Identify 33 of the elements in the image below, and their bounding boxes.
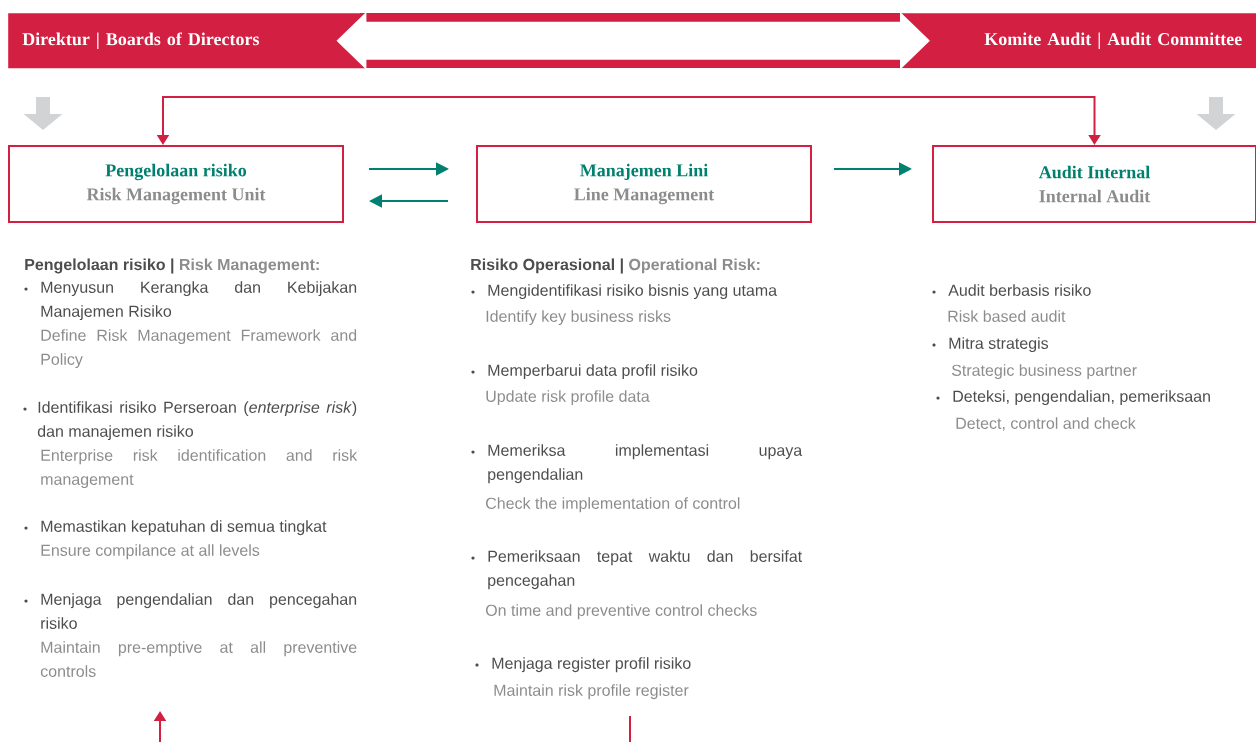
translation-text: Define Risk Management Framework and Policy xyxy=(41,329,357,369)
list-item-text: Audit berbasis risiko xyxy=(948,284,1091,296)
process-box: Manajemen Lini Line Management xyxy=(476,145,812,223)
process-box: Pengelolaan risiko Risk Management Unit xyxy=(8,145,344,223)
banner-box: Direktur | Boards of Directors xyxy=(8,13,366,69)
process-box: Audit Internal Internal Audit xyxy=(932,145,1256,223)
list-item-text: Memeriksa implementasi upaya pengendalian xyxy=(488,444,803,484)
list-item-text: Identifikasi risiko Perseroan (enterprise risk) dan manajemen risiko xyxy=(37,401,357,441)
list-item-text: Menjaga pengendalian dan pencegahan risiko xyxy=(41,593,357,629)
translation-text: Maintain pre-emptive at all preventive controls xyxy=(40,641,357,677)
translation-text: Update risk profile data xyxy=(486,390,650,406)
list-item-text: Memperbarui data profil risiko xyxy=(488,364,698,380)
banner-box: Komite Audit | Audit Committee xyxy=(897,13,1256,69)
list-item-text: Pemeriksaan tepat waktu dan bersifat pencegahan xyxy=(488,550,803,590)
list-item-text: Mengidentifikasi risiko bisnis yang utama xyxy=(488,284,778,300)
list-item-text: Deteksi, pengendalian, pemeriksaan xyxy=(953,390,1210,406)
translation-text: Check the implementation of control xyxy=(486,497,740,513)
heading-subtext: Risk Management: xyxy=(179,258,319,274)
translation-text: Maintain risk profile register xyxy=(494,684,689,700)
list-item-text: Menyusun Kerangka dan Kebijakan Manajemen Risiko xyxy=(41,281,357,321)
translation-text: Ensure compilance at all levels xyxy=(41,544,260,560)
list-item-text: Menjaga register profil risiko xyxy=(492,657,691,673)
list-item-text: Memastikan kepatuhan di semua tingkat xyxy=(41,520,327,536)
translation-text: Strategic business partner xyxy=(951,364,1137,380)
translation-text: Detect, control and check xyxy=(956,417,1136,431)
heading-text: Pengelolaan risiko | xyxy=(25,258,174,274)
heading-subtext: Operational Risk: xyxy=(629,258,760,274)
heading-text: Risiko Operasional | xyxy=(471,258,623,274)
translation-text: On time and preventive control checks xyxy=(485,604,757,620)
translation-text: Identify key business risks xyxy=(486,310,671,326)
list-item-text: Mitra strategis xyxy=(949,337,1049,353)
translation-text: Risk based audit xyxy=(948,310,1066,322)
translation-text: Enterprise risk identification and risk management xyxy=(41,449,358,489)
